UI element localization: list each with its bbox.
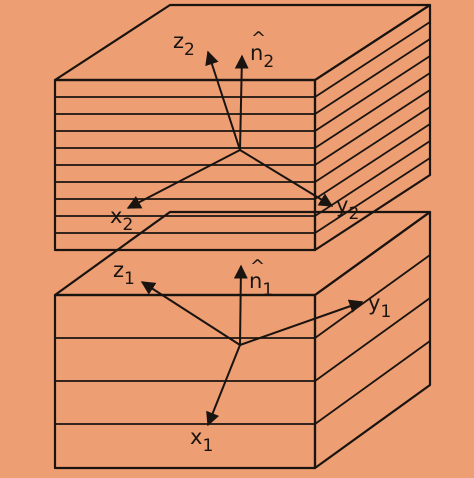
z1-label: z1 — [113, 258, 135, 289]
x1-label: x1 — [190, 425, 213, 456]
n2-axis-arrow — [234, 54, 249, 151]
lower-axes — [140, 264, 364, 427]
lower-block — [53, 210, 432, 470]
y2-axis-arrow — [239, 149, 334, 207]
upper-block-side-face — [313, 3, 432, 252]
x2-axis-arrow — [126, 149, 241, 209]
y2-label: y2 — [336, 193, 359, 224]
upper-block — [53, 3, 432, 252]
lower-block-side-face — [313, 210, 432, 470]
n1-axis-arrow — [233, 264, 248, 346]
z2-axis-arrow — [205, 50, 241, 151]
n2-label: n2 — [250, 41, 274, 72]
y1-axis-arrow — [239, 299, 364, 346]
z1-axis-arrow — [140, 281, 241, 346]
upper-block-layers — [55, 21, 431, 234]
z2-label: z2 — [173, 29, 195, 60]
n2-hat: ^ — [251, 28, 266, 49]
n1-hat: ^ — [250, 256, 265, 277]
upper-axes — [126, 50, 334, 209]
n1-label: n1 — [249, 269, 273, 300]
y1-label: y1 — [368, 291, 391, 322]
lower-block-layers — [55, 254, 431, 425]
x1-axis-arrow — [206, 344, 241, 427]
x2-label: x2 — [110, 204, 133, 235]
